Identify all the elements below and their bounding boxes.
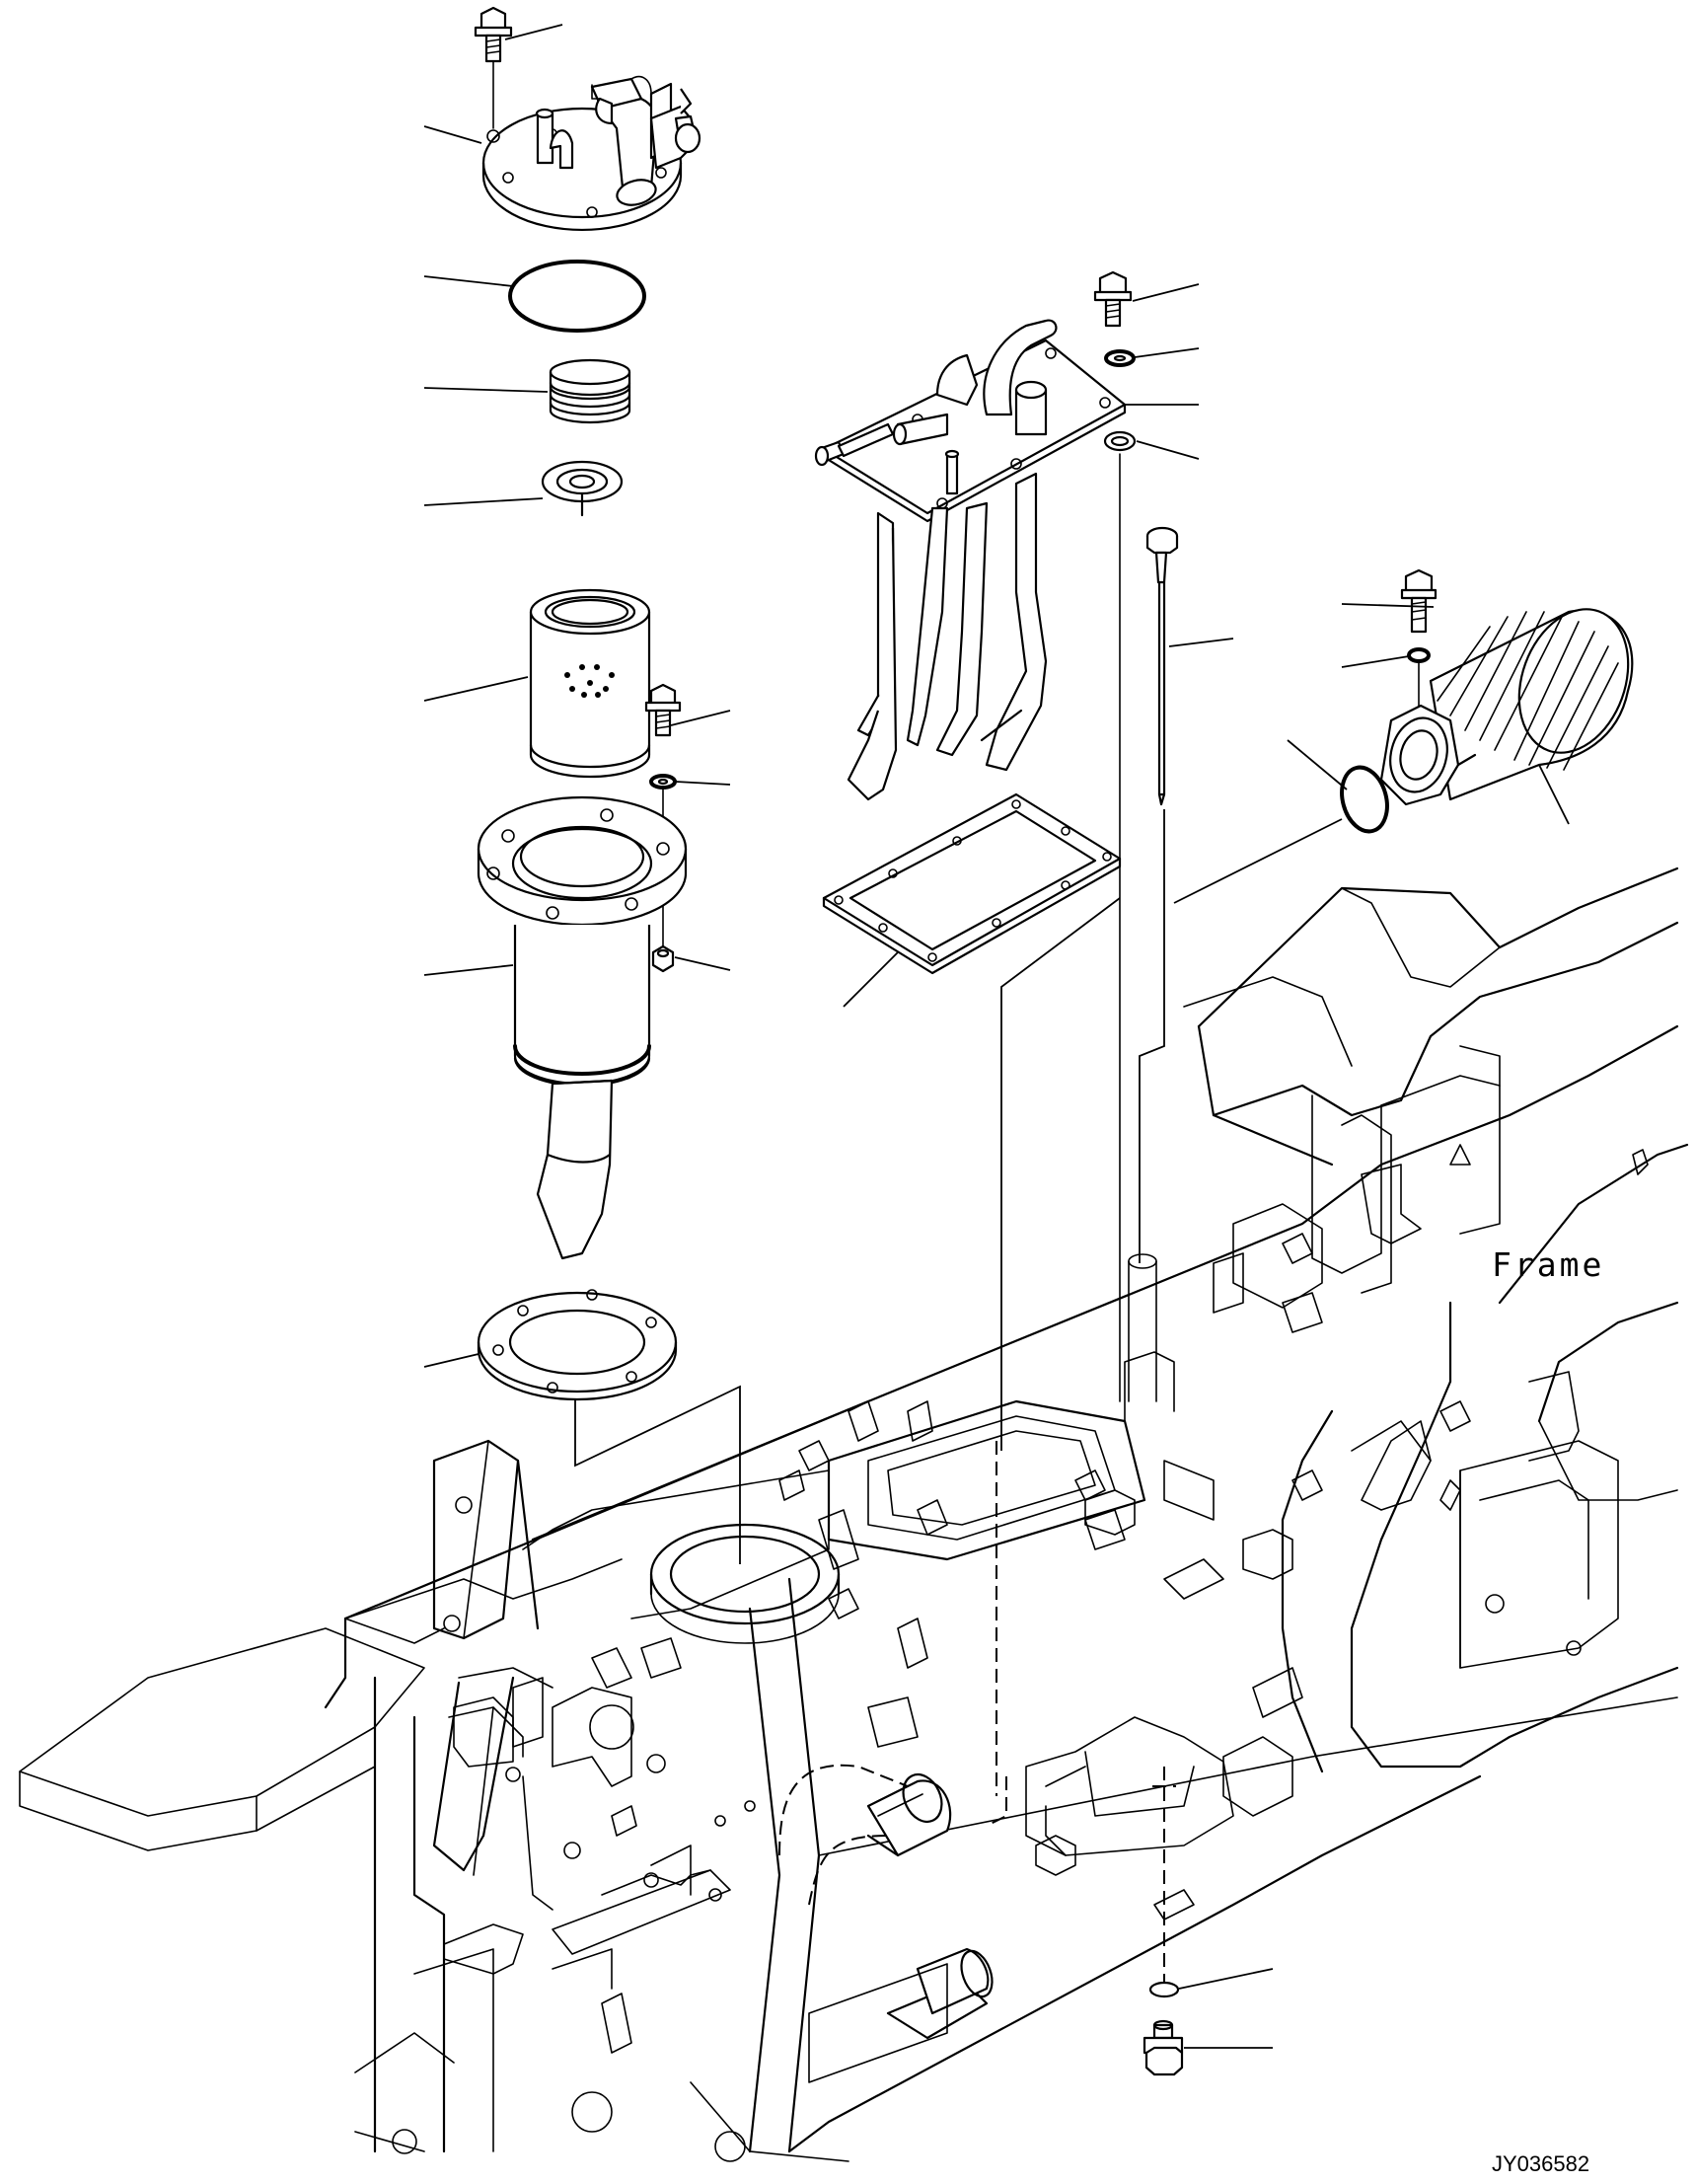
frame-structure (19, 866, 1689, 2162)
filter-element-icon (529, 588, 651, 779)
flange-bolt-top-left-icon (474, 6, 513, 129)
frame-label: Frame (1492, 1245, 1604, 1284)
leader-lines (423, 24, 1570, 2049)
valve-plate-icon (541, 460, 624, 517)
flange-bolt-mid-icon (644, 683, 682, 737)
nut-icon (651, 944, 675, 973)
pipe-plate-assembly-icon (814, 319, 1127, 801)
gasket-ring-icon (477, 1289, 741, 1564)
hose-connector-icon (866, 1772, 952, 1857)
drain-o-ring-icon (1148, 1981, 1180, 1998)
frame-pipe-stub-icon (808, 1947, 994, 2083)
spring-icon (549, 358, 631, 424)
bolt-right-top-icon (1093, 270, 1133, 328)
o-ring-large-icon (508, 260, 646, 333)
o-ring-small-right-icon (1103, 430, 1137, 1402)
rectangular-gasket-icon (822, 792, 1122, 1451)
washer-right-top-icon (1104, 349, 1136, 367)
drain-plug-icon (1143, 2019, 1184, 2076)
dipstick-icon (1139, 526, 1179, 1263)
strainer-o-ring-icon (1173, 765, 1389, 904)
drawing-code: JY036582 (1492, 2151, 1589, 2176)
hidden-pipe (778, 1441, 1176, 1984)
tank-cap-assembly-icon (481, 75, 701, 232)
strainer-case-icon (477, 795, 688, 1260)
suction-strainer-icon (1379, 568, 1634, 806)
